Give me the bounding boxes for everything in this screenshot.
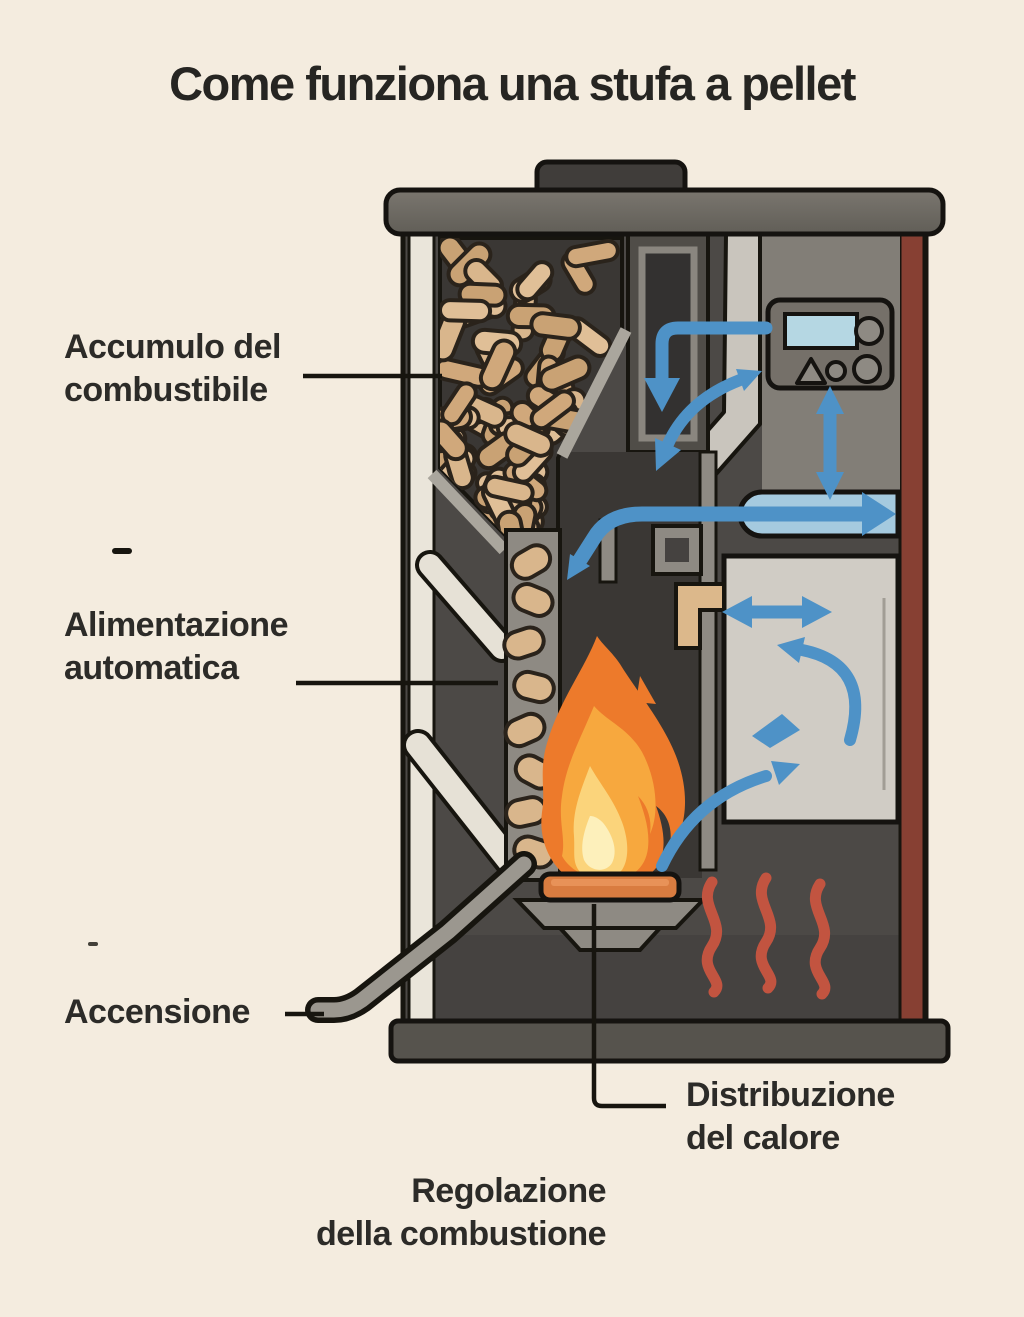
- round-button: [854, 316, 884, 346]
- arrowhead-down-icon: [644, 378, 680, 412]
- heat-wave-icons: [701, 872, 831, 1000]
- arrowhead-down-icon: [816, 472, 844, 500]
- pot-pedestal: [512, 898, 708, 930]
- arrowhead-up-icon: [816, 386, 844, 414]
- page-title: Come funziona una stufa a pellet: [169, 57, 856, 110]
- leader-lines: [285, 373, 666, 1109]
- triangle-button: [795, 357, 827, 385]
- pot-pedestal-step: [555, 926, 665, 952]
- arrowhead-down-left-icon: [567, 554, 590, 580]
- pellet: [515, 260, 555, 302]
- control-panel: [765, 297, 895, 391]
- pellet: [478, 338, 518, 392]
- falling-pellets: [502, 543, 557, 870]
- diagonal-brace: [406, 733, 527, 880]
- igniter: [305, 851, 537, 1023]
- pellet: [529, 389, 576, 431]
- stray-dash: [88, 942, 98, 946]
- red-heat-wave-icon: [809, 878, 831, 1000]
- blue-arrow-panel-to-chamber: [655, 321, 773, 387]
- arrowhead-right-icon: [802, 596, 832, 628]
- stray-dash: [112, 548, 132, 554]
- lcd-display: [783, 312, 859, 350]
- label-automatic-feed: Alimentazione automatica: [64, 606, 288, 687]
- label-combustion-regulation: Regolazione della combustione: [316, 1172, 607, 1253]
- label-fuel-storage: Accumulo del combustibile: [64, 328, 281, 409]
- red-heat-wave-icon: [755, 872, 777, 994]
- arrowhead-up-right-icon: [771, 761, 800, 785]
- burn-pot: [538, 871, 682, 903]
- arrowhead-left-icon: [722, 596, 752, 628]
- blue-double-curved-arrow: [662, 374, 746, 450]
- pellet: [440, 298, 493, 324]
- small-round-button: [825, 360, 847, 382]
- label-heat-distribution: Distribuzione del calore: [686, 1076, 895, 1157]
- pellet: [503, 420, 554, 458]
- left-outer-wall: [407, 232, 436, 1022]
- pellet: [509, 543, 553, 581]
- auger-bracket: [674, 582, 726, 650]
- pellet: [511, 582, 555, 618]
- pellet: [538, 354, 592, 393]
- lower-interior-shade: [434, 935, 900, 1020]
- pellet: [503, 711, 547, 749]
- airflow-arrows: [567, 321, 896, 872]
- flame-icon: [541, 636, 686, 887]
- red-side-accent: [898, 232, 926, 1022]
- pellet: [502, 625, 546, 661]
- burn-pot-highlight: [551, 879, 669, 886]
- blue-curved-arrow: [796, 644, 862, 746]
- pellet: [512, 669, 556, 705]
- blue-curved-arrow-from-fire: [656, 770, 772, 872]
- leader-heat-distribution: [591, 904, 666, 1109]
- stove-lid: [383, 187, 946, 237]
- pellet-hopper: [427, 236, 632, 882]
- stove-base: [388, 1018, 951, 1064]
- diagonal-brace: [419, 554, 513, 659]
- round-button: [852, 354, 882, 384]
- red-heat-wave-icon: [701, 876, 723, 998]
- igniter-tube: [310, 856, 532, 1018]
- arrowhead-left-icon: [777, 637, 805, 663]
- blue-duct-flow-arrow: [572, 506, 874, 568]
- funnel-wall-right: [556, 327, 632, 459]
- arrowhead-down-left-icon: [655, 438, 681, 471]
- arrowhead-up-right-icon: [736, 369, 762, 391]
- pellet: [440, 418, 469, 462]
- pellet: [529, 311, 582, 341]
- firebox-wall: [698, 450, 718, 872]
- small-flow-diamond-icon: [752, 714, 800, 748]
- label-ignition: Accensione: [64, 993, 250, 1031]
- funnel-wall-left: [427, 469, 509, 555]
- pellet: [564, 239, 620, 269]
- pipe-joint-hole: [665, 538, 689, 562]
- burner: [512, 636, 708, 952]
- arrowhead-right-icon: [862, 492, 896, 536]
